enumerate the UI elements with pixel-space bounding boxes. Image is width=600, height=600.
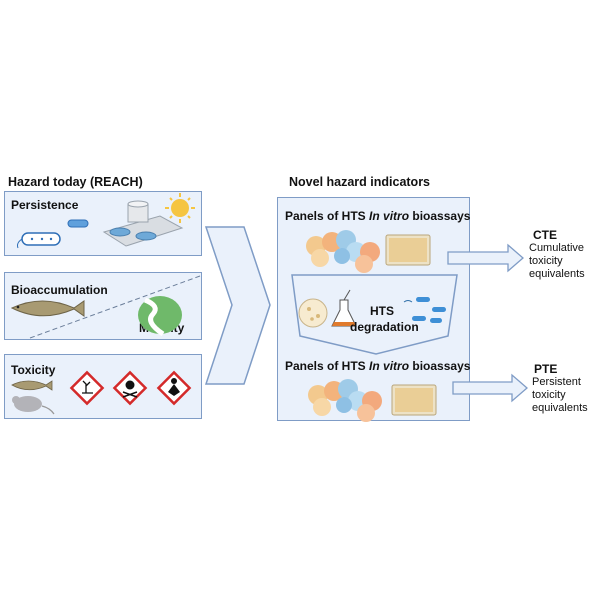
- dashed-divider: [29, 275, 201, 339]
- pte-line1: Persistent: [532, 376, 581, 388]
- cte-line3: equivalents: [529, 268, 585, 280]
- fish-small-icon: [11, 380, 53, 391]
- sediment-dish-icon: [298, 298, 328, 328]
- cells-icon-top: [306, 230, 380, 273]
- sun-icon: [165, 193, 195, 223]
- bioaccumulation-label: Bioaccumulation: [11, 283, 108, 297]
- bacterium-icon: [17, 232, 61, 249]
- cte-arrow: [447, 243, 524, 273]
- fish-icon: [10, 300, 85, 317]
- skull-hazard-icon: [112, 370, 148, 406]
- panel-title-bottom: Panels of HTS In vitro bioassays: [285, 359, 470, 373]
- right-heading: Novel hazard indicators: [289, 175, 431, 189]
- degradation-label: degradation: [350, 320, 419, 334]
- cte-abbr: CTE: [533, 228, 557, 242]
- pte-line3: equivalents: [532, 402, 588, 414]
- persistence-label: Persistence: [11, 198, 79, 212]
- cte-line1: Cumulative: [529, 242, 585, 254]
- pte-line2: toxicity: [532, 389, 566, 401]
- environment-hazard-icon: [69, 370, 105, 406]
- left-heading: Hazard today (REACH): [8, 175, 143, 189]
- well-plate-icon-top: [385, 234, 431, 266]
- microbes-icon: [403, 297, 446, 323]
- well-plate-icon-bottom: [391, 384, 437, 416]
- cte-line2: toxicity: [529, 255, 563, 267]
- cte-output: CTE Cumulative toxicity equivalents: [529, 228, 585, 281]
- panel-bottom-italic: In vitro: [369, 359, 410, 373]
- panel-top-italic: In vitro: [369, 209, 410, 223]
- pte-arrow: [452, 373, 528, 403]
- pte-abbr: PTE: [534, 362, 558, 376]
- health-hazard-icon: [156, 370, 192, 406]
- bacterium-small-icon: [67, 219, 89, 228]
- panel-top-suffix: bioassays: [409, 209, 471, 223]
- panel-top-prefix: Panels of HTS: [285, 209, 370, 223]
- panel-bottom-suffix: bioassays: [409, 359, 471, 373]
- flask-icon: [331, 289, 357, 327]
- chevron-arrow: [204, 226, 271, 385]
- river-landscape-icon: [138, 296, 182, 337]
- cells-icon-bottom: [308, 379, 382, 422]
- toxicity-label: Toxicity: [11, 363, 56, 377]
- panel-bottom-prefix: Panels of HTS: [285, 359, 370, 373]
- hts-label: HTS: [370, 304, 394, 318]
- rat-icon: [12, 396, 55, 415]
- pte-output: PTE Persistent toxicity equivalents: [532, 362, 588, 415]
- panel-title-top: Panels of HTS In vitro bioassays: [285, 209, 470, 223]
- treatment-plant-icon: [102, 200, 184, 247]
- degradation-chevron: [291, 274, 458, 355]
